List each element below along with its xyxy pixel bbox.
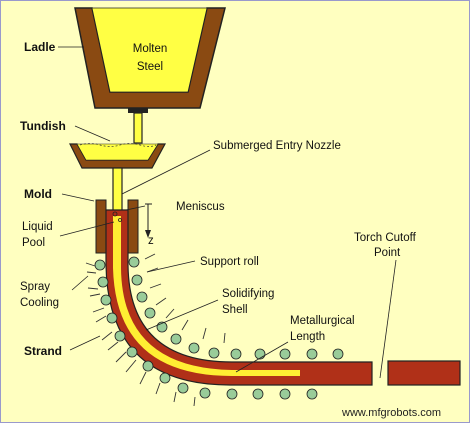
support-roll: [252, 388, 264, 400]
support-roll: [279, 388, 291, 400]
watermark: www.mfgrobots.com: [341, 407, 441, 419]
label-support-roll: Support roll: [200, 256, 259, 268]
support-roll: [136, 291, 148, 303]
support-roll: [230, 348, 242, 360]
tundish-slag: [79, 143, 157, 147]
ladle-shroud: [133, 112, 143, 144]
support-roll: [332, 348, 344, 360]
support-roll: [142, 360, 154, 372]
bubble: [118, 218, 122, 222]
label-solidifying-shell-1: Solidifying: [222, 288, 274, 300]
submerged-entry-nozzle: [112, 167, 123, 217]
tundish: [69, 143, 167, 169]
support-roll: [159, 372, 171, 384]
support-roll: [144, 307, 156, 319]
support-roll: [279, 348, 291, 360]
label-strand: Strand: [24, 344, 62, 358]
ladle-molten-steel: [91, 7, 208, 93]
cut-slab: [387, 360, 461, 386]
support-rolls: [94, 256, 344, 400]
strand: [105, 209, 461, 386]
leader-tundish: [74, 125, 111, 142]
label-z: z: [148, 235, 154, 247]
support-roll: [226, 388, 238, 400]
ladle: [74, 7, 226, 144]
label-solidifying-shell-2: Shell: [222, 304, 248, 316]
leader-spray-cooling: [71, 275, 89, 291]
leader-strand: [69, 335, 101, 351]
support-roll: [188, 342, 200, 354]
label-submerged-entry-nozzle: Submerged Entry Nozzle: [213, 140, 341, 152]
tundish-steel: [76, 143, 159, 161]
support-roll: [97, 276, 109, 288]
label-mold: Mold: [24, 187, 52, 201]
label-molten-steel-2: Steel: [137, 61, 163, 73]
strand-shell: [105, 209, 373, 386]
label-torch-cutoff-1: Torch Cutoff: [354, 232, 417, 244]
support-roll: [254, 348, 266, 360]
spray-lines: [85, 253, 226, 407]
label-molten-steel-1: Molten: [133, 43, 168, 55]
support-roll: [177, 382, 189, 394]
label-ladle: Ladle: [24, 40, 56, 54]
support-roll: [128, 256, 140, 268]
label-meniscus: Meniscus: [176, 201, 225, 213]
support-roll: [306, 348, 318, 360]
label-liquid-pool-2: Pool: [22, 237, 45, 249]
label-metallurgical-length-2: Length: [290, 331, 325, 343]
support-roll: [170, 333, 182, 345]
leader-lines: [58, 46, 397, 379]
leader-torch-cutoff: [379, 259, 397, 379]
leader-solidifying-shell: [145, 299, 219, 331]
label-tundish: Tundish: [20, 119, 66, 133]
support-roll: [114, 330, 126, 342]
bubble: [112, 211, 118, 217]
leader-meniscus: [125, 205, 146, 211]
leader-support-roll: [146, 260, 196, 273]
label-torch-cutoff-2: Point: [374, 247, 401, 259]
support-roll: [100, 294, 112, 306]
label-liquid-pool-1: Liquid: [22, 221, 53, 233]
support-roll: [199, 387, 211, 399]
label-spray-cooling-2: Cooling: [20, 297, 59, 309]
leader-nozzle: [121, 149, 211, 195]
label-metallurgical-length-1: Metallurgical: [290, 315, 355, 327]
leader-mold: [61, 193, 95, 202]
leader-liquid-pool: [59, 221, 115, 237]
label-spray-cooling-1: Spray: [20, 281, 50, 293]
support-roll: [94, 259, 106, 271]
ladle-gate: [128, 108, 148, 113]
support-roll: [208, 347, 220, 359]
support-roll: [126, 346, 138, 358]
support-roll: [106, 312, 118, 324]
support-roll: [131, 274, 143, 286]
leader-metallurgical-length: [235, 341, 289, 373]
z-axis-arrow: [145, 203, 152, 238]
support-roll: [306, 388, 318, 400]
